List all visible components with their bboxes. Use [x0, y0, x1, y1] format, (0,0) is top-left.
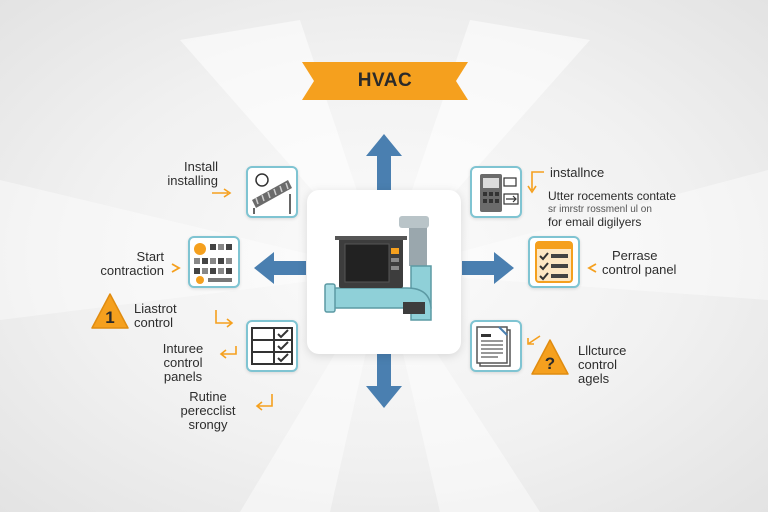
node-top-left-line1: Install	[184, 159, 218, 174]
question-badge-right	[530, 338, 570, 376]
tile-document[interactable]	[470, 320, 522, 372]
tile-checklist[interactable]	[246, 320, 298, 372]
pointer-top-right	[526, 170, 548, 194]
pointer-mid-right	[586, 262, 598, 274]
node-mid-right-line1: Perrase	[612, 248, 658, 263]
document-icon	[476, 326, 511, 367]
node-top-right-line3: sr imrstr rossmenl ul on	[548, 204, 652, 215]
tile-checklist-board[interactable]	[528, 236, 580, 288]
warning-icon	[91, 293, 129, 329]
duct-coil-icon	[252, 173, 292, 214]
node-top-right-title: installnce	[550, 165, 605, 180]
node-bottom-left-label: Rutine perecclist srongy	[162, 390, 254, 432]
node-mid-left-line1: Start	[136, 249, 164, 264]
checklist-icon	[251, 327, 293, 365]
thermostat-unit-icon	[480, 174, 519, 212]
node-mid-left-label: Start contraction	[70, 250, 164, 278]
node-top-left-label: Install installing	[120, 160, 218, 188]
checklist-board-icon	[535, 241, 573, 283]
node-lower-right-line2: control	[578, 357, 618, 372]
node-top-right-desc: Utter rocements contate sr imrstr rossme…	[548, 190, 676, 229]
node-warn-left-label: Liastrot control	[134, 302, 177, 330]
node-lower-right-label: Lllcturce control agels	[578, 344, 626, 386]
node-lower-right-line3: agels	[578, 371, 610, 386]
warning-badge-left-text: 1	[105, 308, 115, 327]
node-warn-left-line1: Liastrot	[134, 301, 177, 316]
node-bottom-left-line1: Rutine	[189, 389, 227, 404]
control-grid-icon	[194, 243, 232, 284]
pointer-top-left	[212, 188, 234, 198]
node-bottom-left-line3: srongy	[188, 417, 228, 432]
page-title: HVAC	[357, 70, 413, 91]
pointer-mid-left	[170, 262, 182, 274]
pointer-bottom-left	[254, 392, 276, 414]
node-lower-right-line1: Lllcturce	[578, 343, 627, 358]
hvac-unit-card	[307, 190, 461, 354]
tile-thermostat-unit[interactable]	[470, 166, 522, 218]
title-banner: HVAC	[302, 62, 468, 100]
node-top-right-line4: for email digilyers	[548, 215, 642, 229]
tile-control-grid[interactable]	[188, 236, 240, 288]
question-warning-icon	[531, 339, 569, 375]
node-warn-left-line2: control	[134, 315, 174, 330]
node-lower-left-line2: control	[163, 355, 203, 370]
arrow-left	[254, 252, 306, 284]
node-lower-left-line1: Inturee	[162, 341, 204, 356]
node-bottom-left-line2: perecclist	[180, 403, 236, 418]
arrow-up	[366, 134, 402, 190]
pointer-lower-left	[218, 344, 240, 364]
node-mid-left-line2: contraction	[100, 263, 164, 278]
warning-badge-left	[90, 292, 130, 330]
node-top-right-line2: Utter rocements contate	[548, 189, 677, 203]
node-top-left-line2: installing	[167, 173, 218, 188]
tile-duct-coil[interactable]	[246, 166, 298, 218]
arrow-down	[366, 352, 402, 408]
node-mid-right-label: Perrase control panel	[602, 249, 676, 277]
arrow-right	[462, 252, 514, 284]
node-lower-left-line3: panels	[163, 369, 203, 384]
pointer-lower-right	[524, 334, 544, 354]
node-lower-left-label: Inturee control panels	[138, 342, 228, 384]
hvac-unit-icon	[324, 216, 432, 321]
pointer-warn-left	[214, 308, 236, 328]
node-mid-right-line2: control panel	[602, 262, 677, 277]
question-badge-right-text: ?	[544, 354, 556, 373]
